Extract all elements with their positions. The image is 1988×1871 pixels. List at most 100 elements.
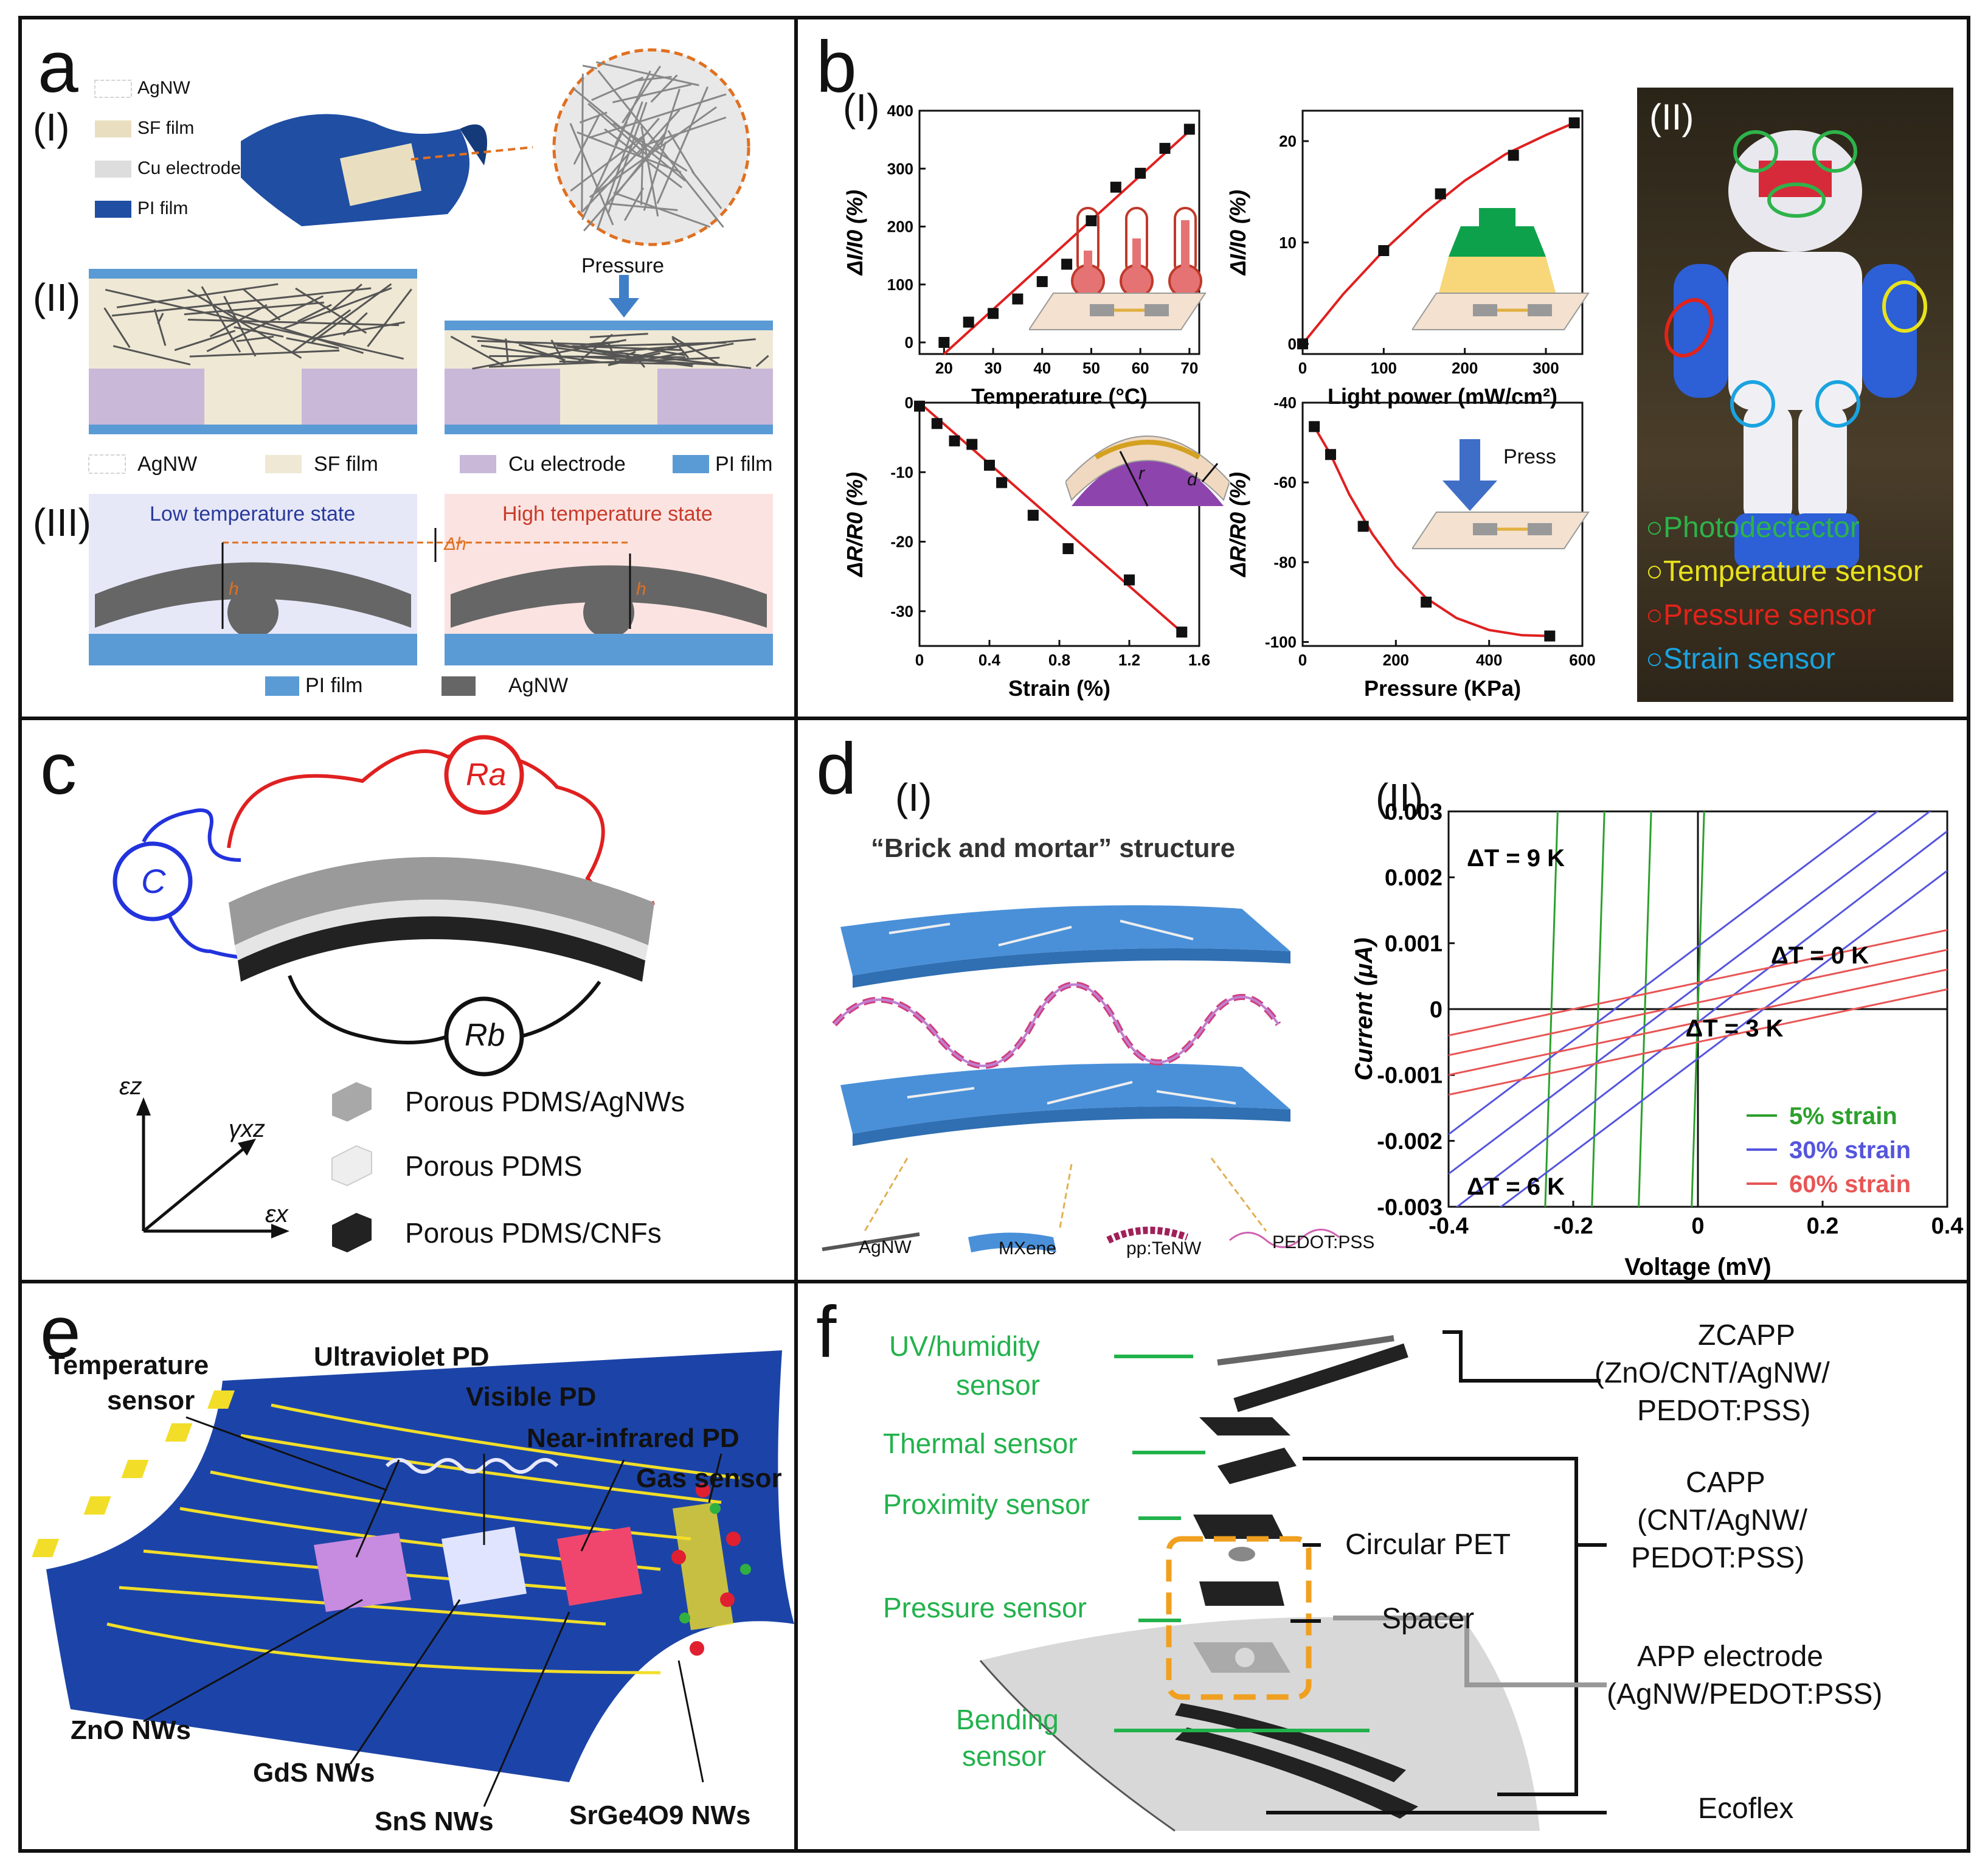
y-tick-label: -0.003 (1377, 1195, 1443, 1220)
bending-inset (1065, 436, 1230, 507)
device-inset-temperature (1029, 293, 1207, 330)
y-tick-label: -10 (890, 463, 913, 481)
data-point (1421, 596, 1432, 608)
f-label-uv-sensor: sensor (956, 1369, 1041, 1401)
y-tick-label: -0.001 (1377, 1063, 1443, 1089)
data-point (1062, 543, 1074, 554)
data-point (1544, 630, 1556, 642)
data-point (1508, 150, 1519, 161)
x-tick-label: 20 (935, 359, 953, 377)
f-label-pressure: Pressure sensor (883, 1592, 1087, 1623)
data-point (1159, 142, 1171, 154)
y-tick-label: -0.002 (1377, 1129, 1443, 1154)
y-tick-label: 100 (887, 276, 913, 294)
robot-drawing (1664, 130, 1927, 568)
panel-f: f UV/humidity sensor The (794, 1280, 1970, 1853)
label-srgeo-nws: SrGe4O9 NWs (569, 1800, 751, 1830)
legend-top-swatches (94, 80, 132, 218)
fit-line (943, 130, 1191, 355)
delta-t-annotation: ΔT = 6 K (1467, 1173, 1565, 1200)
x-tick-label: 0 (1298, 651, 1307, 669)
f-label-app-2: (AgNW/PEDOT:PSS) (1607, 1678, 1883, 1710)
data-point (966, 439, 978, 450)
legend-d-tenw: pp:TeNW (1126, 1238, 1202, 1258)
panel-e-illustration (32, 1350, 794, 1807)
f-label-ecoflex: Ecoflex (1698, 1793, 1794, 1825)
panel-b-label: b (816, 26, 857, 108)
x-tick-label: 70 (1180, 359, 1198, 377)
brick-mortar-title: “Brick and mortar” structure (871, 833, 1236, 863)
data-point (949, 435, 960, 446)
panel-e-label: e (40, 1291, 81, 1373)
press-arrow-icon (1443, 439, 1497, 511)
f-label-zcapp-3: PEDOT:PSS) (1637, 1395, 1811, 1427)
legend-d-pedot: PEDOT:PSS (1272, 1232, 1375, 1252)
x-tick-label: 0 (1691, 1213, 1704, 1239)
data-point (1309, 421, 1320, 432)
robot-legend-strain: ○Strain sensor (1646, 643, 1835, 675)
iv-line (1638, 811, 1652, 1207)
f-label-bending: Bending (956, 1704, 1059, 1735)
data-point (1061, 259, 1073, 270)
x-tick-label: 0.4 (978, 651, 1001, 669)
y-tick-label: -30 (890, 602, 913, 620)
y-tick-label: 400 (887, 102, 913, 120)
x-tick-label: 0.8 (1048, 651, 1070, 669)
robot-legend-pressure: ○Pressure sensor (1646, 599, 1876, 631)
f-label-zcapp-2: (ZnO/CNT/AgNW/ (1595, 1357, 1830, 1389)
y-tick-label: 300 (887, 159, 913, 178)
iv-line (1449, 811, 1931, 1175)
axis-epsilon-x: εx (265, 1201, 288, 1227)
f-label-bending-sensor: sensor (962, 1740, 1047, 1772)
legend-d-agnw: AgNW (859, 1237, 912, 1257)
legend-mid-sf: SF film (314, 453, 378, 476)
data-point (1297, 338, 1308, 350)
x-tick-label: -0.2 (1553, 1213, 1593, 1239)
iv-line (1449, 988, 1947, 1096)
x-axis-label: Strain (%) (1008, 676, 1110, 701)
legend-mid-agnw: AgNW (137, 453, 198, 476)
data-point (963, 316, 974, 328)
h-label-high: h (636, 579, 646, 599)
high-temperature-state: High temperature state (502, 502, 713, 526)
iv-line (1449, 811, 1879, 1136)
legend-bottom-pi: PI film (305, 674, 363, 697)
fit-curve (1313, 426, 1550, 637)
f-label-capp-2: (CNT/AgNW/ (1637, 1504, 1807, 1536)
data-point (1110, 181, 1121, 193)
fit-line (918, 401, 1183, 633)
panel-a-schematic (88, 48, 773, 696)
x-tick-label: 30 (985, 359, 1002, 377)
y-tick-label: -40 (1273, 394, 1297, 412)
device-inset-pressure (1412, 512, 1590, 549)
delta-h-label: Δh (444, 534, 466, 554)
panel-c: c Ra C Rb εz γxz εx Porous PDMS/AgNWs Po… (18, 717, 798, 1283)
y-tick-label: 10 (1279, 234, 1297, 252)
y-axis-label: Current (μA) (1351, 937, 1377, 1080)
panel-d: d (I) (II) “Brick and mortar” structure … (794, 717, 1970, 1283)
press-label: Press (1503, 445, 1556, 468)
y-tick-label: 0 (905, 333, 913, 352)
pressure-label: Pressure (581, 254, 665, 277)
data-point (1378, 245, 1390, 256)
iv-line (1544, 811, 1559, 1207)
panel-a-roman-3: (III) (33, 501, 91, 544)
x-axis-label: Pressure (KPa) (1364, 676, 1521, 701)
panel-d-roman-1: (I) (895, 776, 932, 819)
axis-gamma-xz: γxz (229, 1116, 265, 1142)
x-tick-label: 1.6 (1188, 651, 1210, 669)
data-point (1135, 167, 1146, 179)
y-tick-label: 0.001 (1385, 931, 1443, 957)
panel-c-schematic (113, 735, 655, 1252)
label-sns-nws: SnS NWs (375, 1807, 494, 1836)
legend-bottom-agnw: AgNW (508, 674, 569, 697)
legend-porous-cnfs: Porous PDMS/CNFs (405, 1217, 662, 1249)
data-point (1027, 510, 1039, 521)
legend-porous-pdms: Porous PDMS (405, 1150, 583, 1182)
legend-entry: 60% strain (1789, 1171, 1911, 1198)
y-tick-label: 0 (1288, 335, 1297, 353)
robot-legend-photodetector: ○Photodectector (1646, 512, 1860, 544)
delta-t-annotation: ΔT = 9 K (1467, 845, 1565, 872)
